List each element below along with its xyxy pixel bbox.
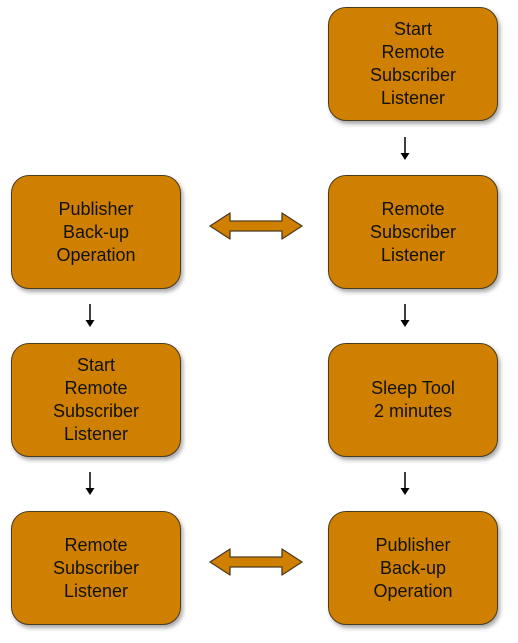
sleep-tool-box: Sleep Tool 2 minutes xyxy=(328,343,498,457)
down-arrow-connector xyxy=(400,137,410,160)
publisher-backup-operation-box: Publisher Back-up Operation xyxy=(328,511,498,625)
down-arrow-connector xyxy=(85,472,95,495)
start-remote-subscriber-listener-box: Start Remote Subscriber Listener xyxy=(328,7,498,121)
publisher-backup-operation-box: Publisher Back-up Operation xyxy=(11,175,181,289)
double-arrow-connector xyxy=(209,548,303,576)
start-remote-subscriber-listener-box: Start Remote Subscriber Listener xyxy=(11,343,181,457)
down-arrow-connector xyxy=(400,472,410,495)
down-arrow-connector xyxy=(85,304,95,327)
down-arrow-connector xyxy=(400,304,410,327)
remote-subscriber-listener-box: Remote Subscriber Listener xyxy=(11,511,181,625)
double-arrow-connector xyxy=(209,212,303,240)
remote-subscriber-listener-box: Remote Subscriber Listener xyxy=(328,175,498,289)
